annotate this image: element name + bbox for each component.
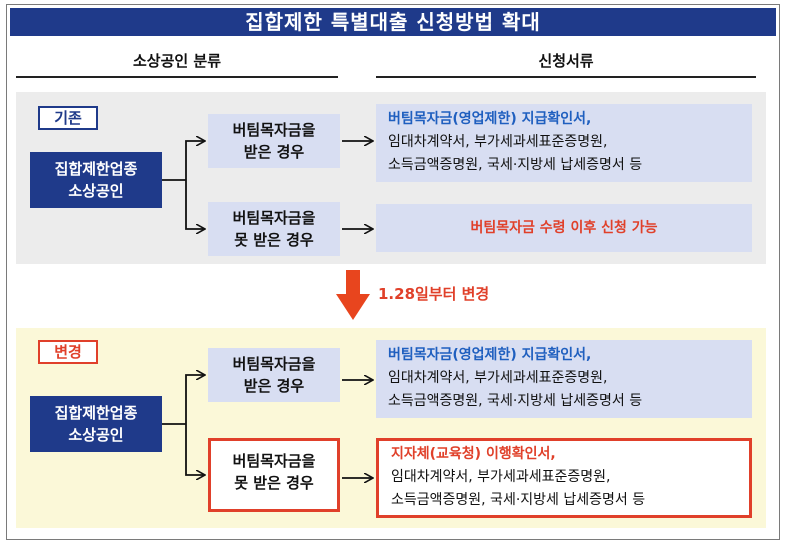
after-docs-received: 버팀목자금(영업제한) 지급확인서, 임대차계약서, 부가세과세표준증명원, 소… — [376, 340, 752, 418]
outer-frame — [6, 4, 780, 540]
before-case-received-line2: 받은 경우 — [243, 143, 305, 161]
before-case-received: 버팀목자금을 받은 경우 — [208, 114, 340, 168]
column-rule-right — [376, 76, 756, 78]
column-header-category: 소상공인 분류 — [132, 52, 222, 70]
before-applicant-box: 집합제한업종 소상공인 — [30, 152, 162, 208]
after-applicant-line2: 소상공인 — [68, 426, 124, 444]
before-docs-received-line3: 소득금액증명원, 국세·지방세 납세증명서 등 — [388, 157, 643, 173]
before-docs-received-line1: 버팀목자금(영업제한) 지급확인서, — [388, 111, 592, 127]
after-docs-not-received-line2: 임대차계약서, 부가세과세표준증명원, — [391, 469, 611, 485]
after-applicant-box: 집합제한업종 소상공인 — [30, 396, 162, 452]
after-tag: 변경 — [38, 340, 98, 364]
before-docs-not-received-text: 버팀목자금 수령 이후 신청 가능 — [470, 220, 658, 236]
after-branch-upper-arrow — [185, 375, 204, 424]
change-label: 1.28일부터 변경 — [378, 285, 490, 303]
after-docs-not-received-line3: 소득금액증명원, 국세·지방세 납세증명서 등 — [391, 492, 646, 508]
before-case-received-line1: 버팀목자금을 — [232, 121, 316, 139]
after-applicant-line1: 집합제한업종 — [54, 404, 138, 422]
after-docs-not-received-line1: 지자체(교육청) 이행확인서, — [391, 446, 556, 462]
after-docs-received-line1: 버팀목자금(영업제한) 지급확인서, — [388, 347, 592, 363]
after-case-received-line1: 버팀목자금을 — [232, 355, 316, 373]
before-branch-lower-arrow — [185, 180, 204, 229]
page-title: 집합제한 특별대출 신청방법 확대 — [10, 8, 776, 36]
after-docs-received-line3: 소득금액증명원, 국세·지방세 납세증명서 등 — [388, 393, 643, 409]
column-header-documents: 신청서류 — [538, 52, 594, 70]
before-case-not-received-line1: 버팀목자금을 — [232, 209, 316, 227]
before-applicant-line1: 집합제한업종 — [54, 160, 138, 178]
before-tag: 기존 — [38, 106, 98, 130]
before-case-not-received-line2: 못 받은 경우 — [234, 231, 314, 249]
change-down-arrow — [336, 270, 370, 320]
after-case-not-received-line1: 버팀목자금을 — [232, 452, 316, 470]
before-docs-not-received: 버팀목자금 수령 이후 신청 가능 — [376, 204, 752, 252]
before-case-not-received: 버팀목자금을 못 받은 경우 — [208, 202, 340, 256]
after-case-not-received: 버팀목자금을 못 받은 경우 — [208, 438, 340, 512]
before-applicant-line2: 소상공인 — [68, 182, 124, 200]
column-rule-left — [16, 76, 338, 78]
after-case-received-line2: 받은 경우 — [243, 377, 305, 395]
after-docs-not-received: 지자체(교육청) 이행확인서, 임대차계약서, 부가세과세표준증명원, 소득금액… — [376, 438, 752, 518]
after-branch-lower-arrow — [185, 424, 204, 475]
after-case-not-received-line2: 못 받은 경우 — [234, 474, 314, 492]
before-docs-received: 버팀목자금(영업제한) 지급확인서, 임대차계약서, 부가세과세표준증명원, 소… — [376, 104, 752, 182]
before-branch-upper-arrow — [185, 141, 204, 180]
before-docs-received-line2: 임대차계약서, 부가세과세표준증명원, — [388, 134, 608, 150]
after-case-received: 버팀목자금을 받은 경우 — [208, 348, 340, 402]
after-docs-received-line2: 임대차계약서, 부가세과세표준증명원, — [388, 370, 608, 386]
